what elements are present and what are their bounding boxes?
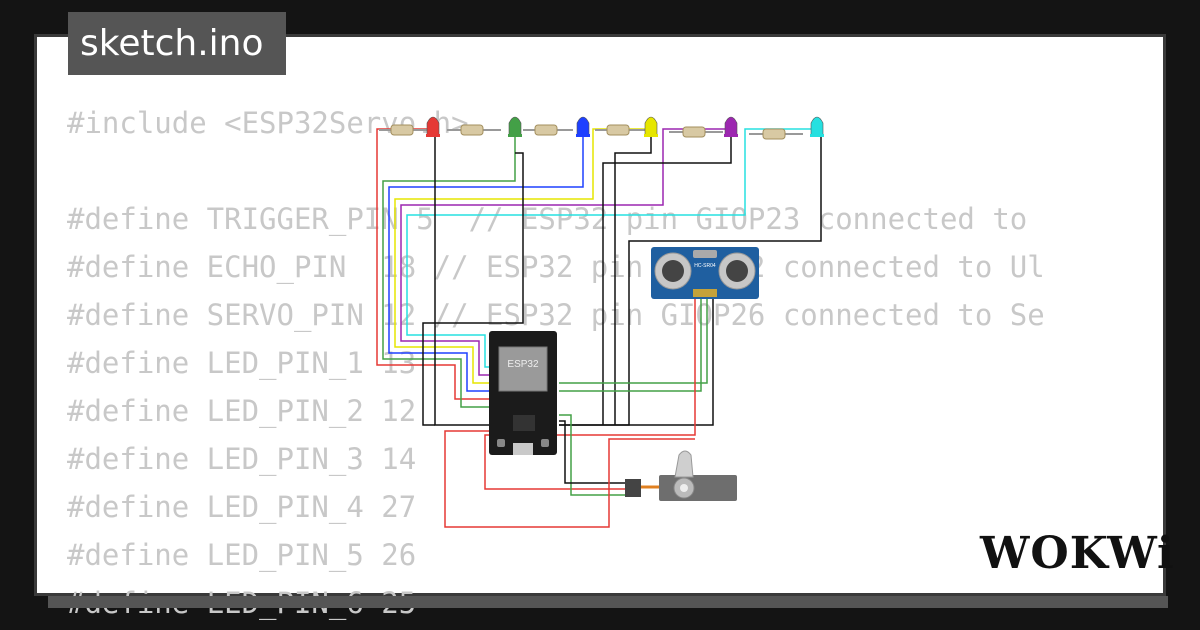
resistor: [523, 124, 573, 136]
led: [508, 116, 522, 137]
resistor: [749, 128, 803, 140]
leds: [426, 116, 824, 137]
resistors: [379, 124, 803, 140]
led: [724, 116, 738, 137]
code-line: #define LED_PIN_1 13: [67, 346, 417, 380]
circuit-diagram: ESP32 HC-SR04: [376, 116, 824, 528]
file-tab[interactable]: sketch.ino: [68, 12, 286, 75]
led: [644, 116, 658, 137]
code-listing: #include <ESP32Servo.h> #define TRIGGER_…: [67, 99, 1045, 627]
esp32-board: ESP32: [489, 331, 557, 455]
led: [810, 116, 824, 137]
board-label: ESP32: [507, 359, 539, 370]
card-shadow: [48, 596, 1168, 608]
code-line: #define SERVO_PIN 12 // ESP32 pin GIOP26…: [67, 298, 1045, 332]
wokwi-logo: WOKWi: [979, 528, 1174, 579]
led: [576, 116, 590, 137]
servo-motor: [625, 450, 737, 501]
code-line: #define TRIGGER_PIN 5 // ESP32 pin GIOP2…: [67, 202, 1028, 236]
resistor: [669, 126, 723, 138]
sensor-label: HC-SR04: [694, 263, 716, 269]
code-line: #define LED_PIN_3 14: [67, 442, 417, 476]
wires: [376, 128, 822, 528]
logo-text: WOKWi: [979, 528, 1175, 579]
code-line: #define LED_PIN_5 26: [67, 538, 417, 572]
ultrasonic-sensor: HC-SR04: [651, 247, 759, 299]
resistor: [595, 124, 645, 136]
led: [426, 116, 440, 137]
code-line: #define LED_PIN_2 12: [67, 394, 417, 428]
preview-card: #include <ESP32Servo.h> #define TRIGGER_…: [34, 34, 1166, 620]
resistor: [379, 124, 427, 136]
resistor: [447, 124, 501, 136]
code-line: #define LED_PIN_4 27: [67, 490, 417, 524]
